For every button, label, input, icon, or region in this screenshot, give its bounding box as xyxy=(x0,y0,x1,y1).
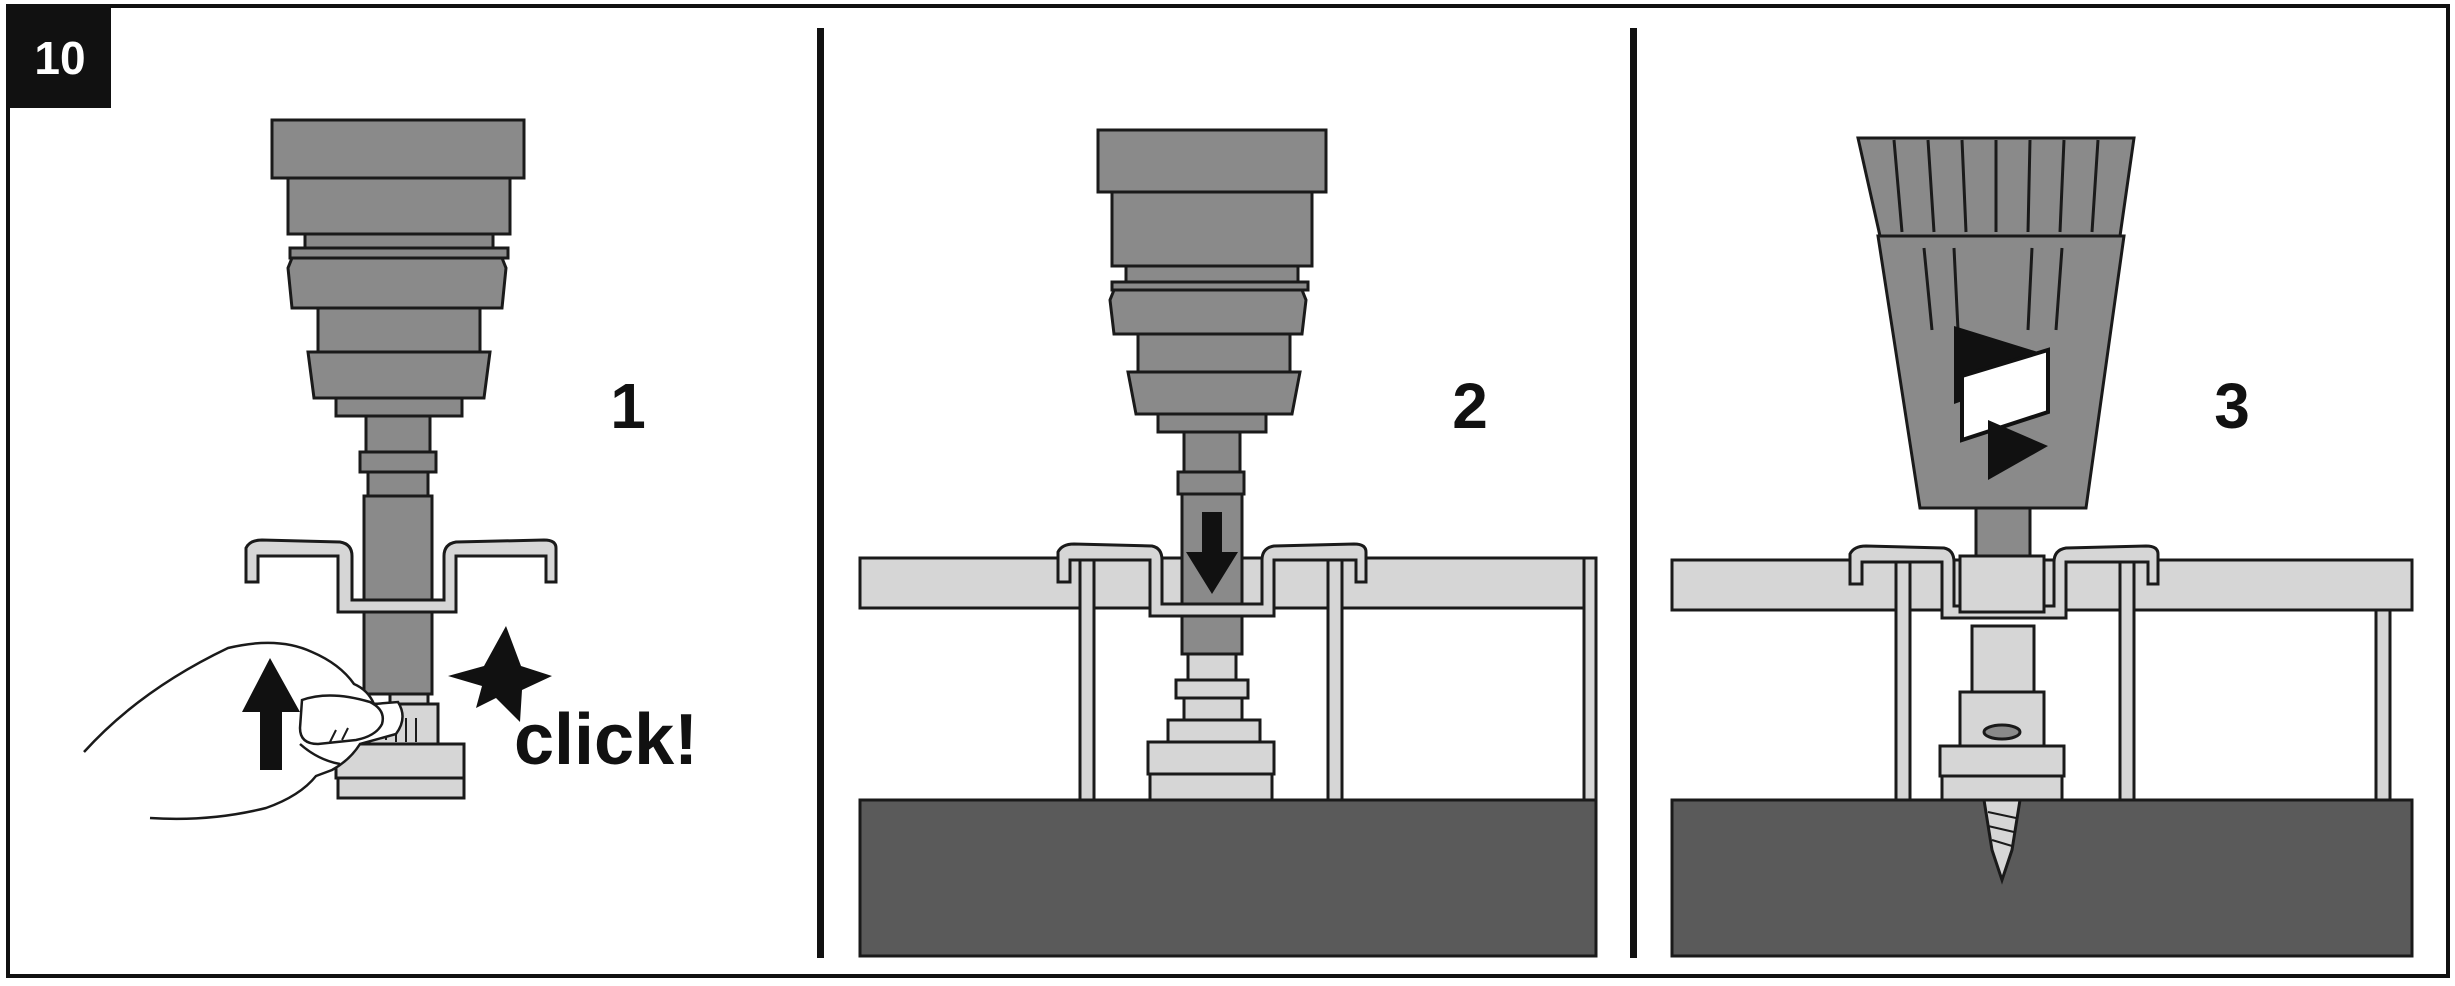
panel-divider-2 xyxy=(1630,28,1637,958)
rotation-arrow-icon xyxy=(1954,326,2050,480)
step-number-2: 2 xyxy=(1452,370,1488,442)
outer-border xyxy=(6,4,2450,978)
panel-step-3 xyxy=(1670,136,2414,958)
arrow-down-icon xyxy=(1186,512,1238,594)
figure-badge: 10 xyxy=(8,6,111,108)
step-number-3: 3 xyxy=(2214,370,2250,442)
step-number-1: 1 xyxy=(610,370,646,442)
panel-step-2 xyxy=(858,128,1598,958)
hand-icon xyxy=(83,641,404,821)
star-burst-icon xyxy=(448,626,552,722)
panel-divider-1 xyxy=(817,28,824,958)
panel-step-1 xyxy=(244,118,558,800)
click-label: click! xyxy=(514,700,698,780)
badge-number: 10 xyxy=(34,32,85,84)
arrow-up-icon xyxy=(242,658,300,770)
